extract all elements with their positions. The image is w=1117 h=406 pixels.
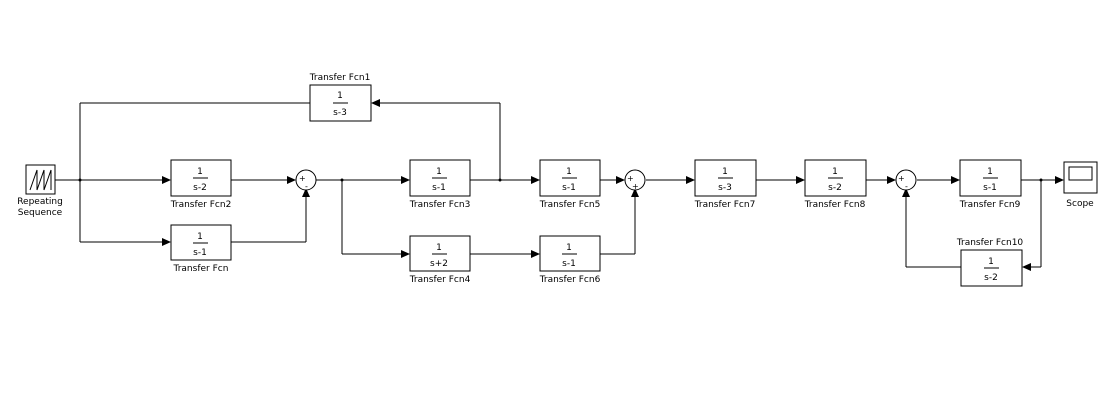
transfer-fcn7-denominator: s-3 bbox=[718, 183, 732, 193]
transfer-fcn2-denominator: s-2 bbox=[193, 183, 207, 193]
repeating-sequence-block[interactable] bbox=[25, 164, 56, 195]
transfer-fcn7-numerator: 1 bbox=[722, 167, 728, 177]
transfer-fcn1-numerator: 1 bbox=[337, 91, 343, 101]
sum2-sign-top: + bbox=[627, 174, 634, 183]
sum3-sign-bottom: - bbox=[905, 182, 908, 191]
transfer-fcn6-denominator: s-1 bbox=[562, 259, 576, 269]
transfer-fcn8-block[interactable] bbox=[804, 159, 867, 197]
transfer-fcn1-denominator: s-3 bbox=[333, 108, 347, 118]
arrowheads bbox=[162, 99, 1064, 271]
branch-points bbox=[78, 178, 1043, 182]
repeating-sequence-label-1: Repeating bbox=[17, 197, 63, 207]
transfer-fcn-numerator: 1 bbox=[197, 232, 203, 242]
transfer-fcn10-denominator: s-2 bbox=[984, 273, 998, 283]
transfer-fcn-label: Transfer Fcn bbox=[173, 264, 229, 274]
sum1-sign-bottom: - bbox=[305, 182, 308, 191]
transfer-fcn6-numerator: 1 bbox=[566, 243, 572, 253]
transfer-fcn2-label: Transfer Fcn2 bbox=[170, 200, 232, 210]
transfer-fcn3-denominator: s-1 bbox=[432, 183, 446, 193]
transfer-fcn6-label: Transfer Fcn6 bbox=[539, 275, 601, 285]
sum1-sign-top: + bbox=[299, 174, 306, 183]
transfer-fcn5-numerator: 1 bbox=[566, 167, 572, 177]
transfer-fcn8-numerator: 1 bbox=[832, 167, 838, 177]
sum3-sign-top: + bbox=[898, 174, 905, 183]
transfer-fcn-denominator: s-1 bbox=[193, 248, 207, 258]
transfer-fcn4-block[interactable] bbox=[409, 235, 471, 272]
transfer-fcn5-block[interactable] bbox=[539, 159, 601, 197]
transfer-fcn9-block[interactable] bbox=[959, 159, 1022, 197]
signal-lines bbox=[55, 102, 1058, 268]
transfer-fcn5-denominator: s-1 bbox=[562, 183, 576, 193]
transfer-fcn-block[interactable] bbox=[170, 224, 232, 261]
transfer-fcn4-numerator: 1 bbox=[436, 243, 442, 253]
transfer-fcn3-numerator: 1 bbox=[436, 167, 442, 177]
sum2-sign-bottom: + bbox=[632, 182, 639, 191]
transfer-fcn6-block[interactable] bbox=[539, 235, 601, 272]
transfer-fcn10-numerator: 1 bbox=[988, 257, 994, 267]
transfer-fcn7-block[interactable] bbox=[694, 159, 757, 197]
transfer-fcn3-block[interactable] bbox=[409, 159, 471, 197]
transfer-fcn1-block[interactable] bbox=[309, 84, 372, 122]
transfer-fcn9-numerator: 1 bbox=[987, 167, 993, 177]
transfer-fcn5-label: Transfer Fcn5 bbox=[539, 200, 601, 210]
transfer-fcn7-label: Transfer Fcn7 bbox=[694, 200, 756, 210]
sum3-block[interactable] bbox=[895, 169, 917, 191]
sum1-block[interactable] bbox=[295, 169, 317, 191]
transfer-fcn8-denominator: s-2 bbox=[828, 183, 842, 193]
transfer-fcn9-label: Transfer Fcn9 bbox=[959, 200, 1021, 210]
sum2-block[interactable] bbox=[624, 169, 646, 191]
transfer-fcn4-label: Transfer Fcn4 bbox=[409, 275, 471, 285]
scope-block[interactable] bbox=[1063, 161, 1098, 194]
transfer-fcn10-label: Transfer Fcn10 bbox=[956, 238, 1024, 248]
transfer-fcn1-label: Transfer Fcn1 bbox=[309, 73, 371, 83]
scope-label: Scope bbox=[1066, 199, 1094, 209]
repeating-sequence-label-2: Sequence bbox=[18, 208, 63, 218]
transfer-fcn3-label: Transfer Fcn3 bbox=[409, 200, 471, 210]
transfer-fcn8-label: Transfer Fcn8 bbox=[804, 200, 866, 210]
transfer-fcn2-block[interactable] bbox=[170, 159, 232, 197]
transfer-fcn2-numerator: 1 bbox=[197, 167, 203, 177]
transfer-fcn4-denominator: s+2 bbox=[430, 259, 448, 269]
transfer-fcn9-denominator: s-1 bbox=[983, 183, 997, 193]
transfer-fcn10-block[interactable] bbox=[960, 249, 1023, 287]
